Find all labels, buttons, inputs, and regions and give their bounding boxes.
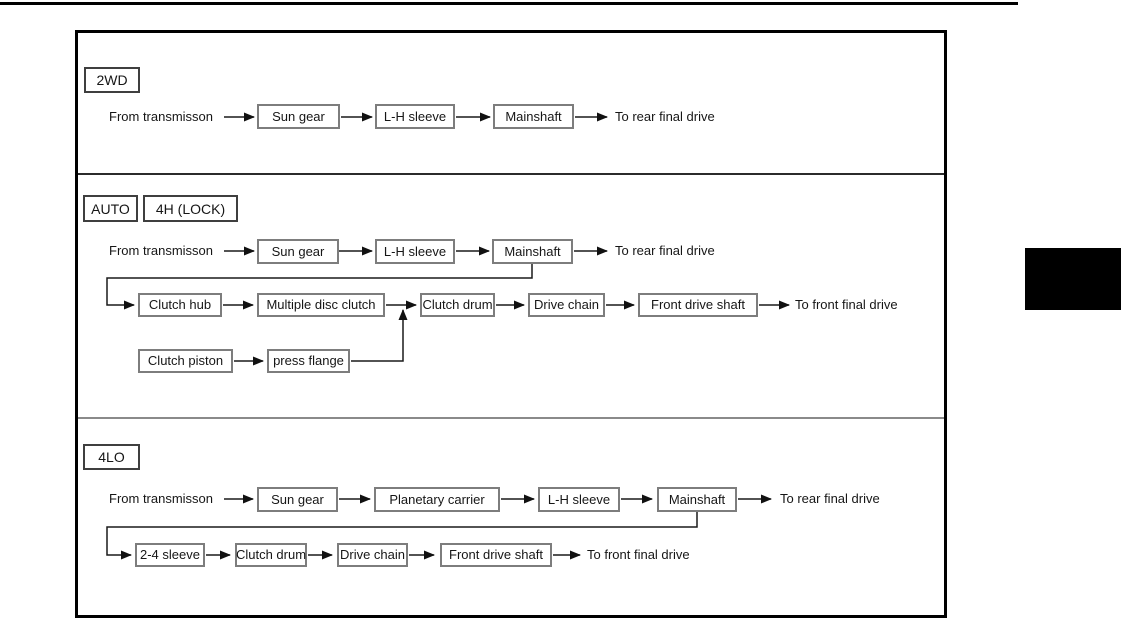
section-divider-1 [78, 173, 944, 175]
node-lh-sleeve: L-H sleeve [375, 239, 455, 264]
mode-label-auto: AUTO [83, 195, 138, 222]
node-multiple-disc-clutch: Multiple disc clutch [257, 293, 385, 317]
node-sun-gear: Sun gear [257, 239, 339, 264]
flow-target-label: To front final drive [795, 297, 898, 312]
node-planetary-carrier: Planetary carrier [374, 487, 500, 512]
mode-label-4lo: 4LO [83, 444, 140, 470]
node-sun-gear: Sun gear [257, 104, 340, 129]
node-front-drive-shaft: Front drive shaft [638, 293, 758, 317]
flow-target-label: To front final drive [587, 547, 690, 562]
node-mainshaft: Mainshaft [493, 104, 574, 129]
node-lh-sleeve: L-H sleeve [375, 104, 455, 129]
flow-target-label: To rear final drive [615, 109, 715, 124]
flow-target-label: To rear final drive [615, 243, 715, 258]
mode-label-2wd: 2WD [84, 67, 140, 93]
node-press-flange: press flange [267, 349, 350, 373]
mode-label-4h-lock: 4H (LOCK) [143, 195, 238, 222]
node-clutch-hub: Clutch hub [138, 293, 222, 317]
flow-target-label: To rear final drive [780, 491, 880, 506]
node-sun-gear: Sun gear [257, 487, 338, 512]
section-divider-2 [78, 417, 944, 419]
node-clutch-piston: Clutch piston [138, 349, 233, 373]
node-front-drive-shaft: Front drive shaft [440, 543, 552, 567]
flow-source-label: From transmisson [109, 491, 214, 506]
node-2-4-sleeve: 2-4 sleeve [135, 543, 205, 567]
node-drive-chain: Drive chain [337, 543, 408, 567]
flow-source-label: From transmisson [109, 243, 214, 258]
node-clutch-drum: Clutch drum [420, 293, 495, 317]
page-top-rule [0, 2, 1018, 5]
node-drive-chain: Drive chain [528, 293, 605, 317]
page-tab-marker [1025, 248, 1121, 310]
node-mainshaft: Mainshaft [492, 239, 573, 264]
flow-source-label: From transmisson [109, 109, 214, 124]
node-mainshaft: Mainshaft [657, 487, 737, 512]
node-clutch-drum: Clutch drum [235, 543, 307, 567]
node-lh-sleeve: L-H sleeve [538, 487, 620, 512]
